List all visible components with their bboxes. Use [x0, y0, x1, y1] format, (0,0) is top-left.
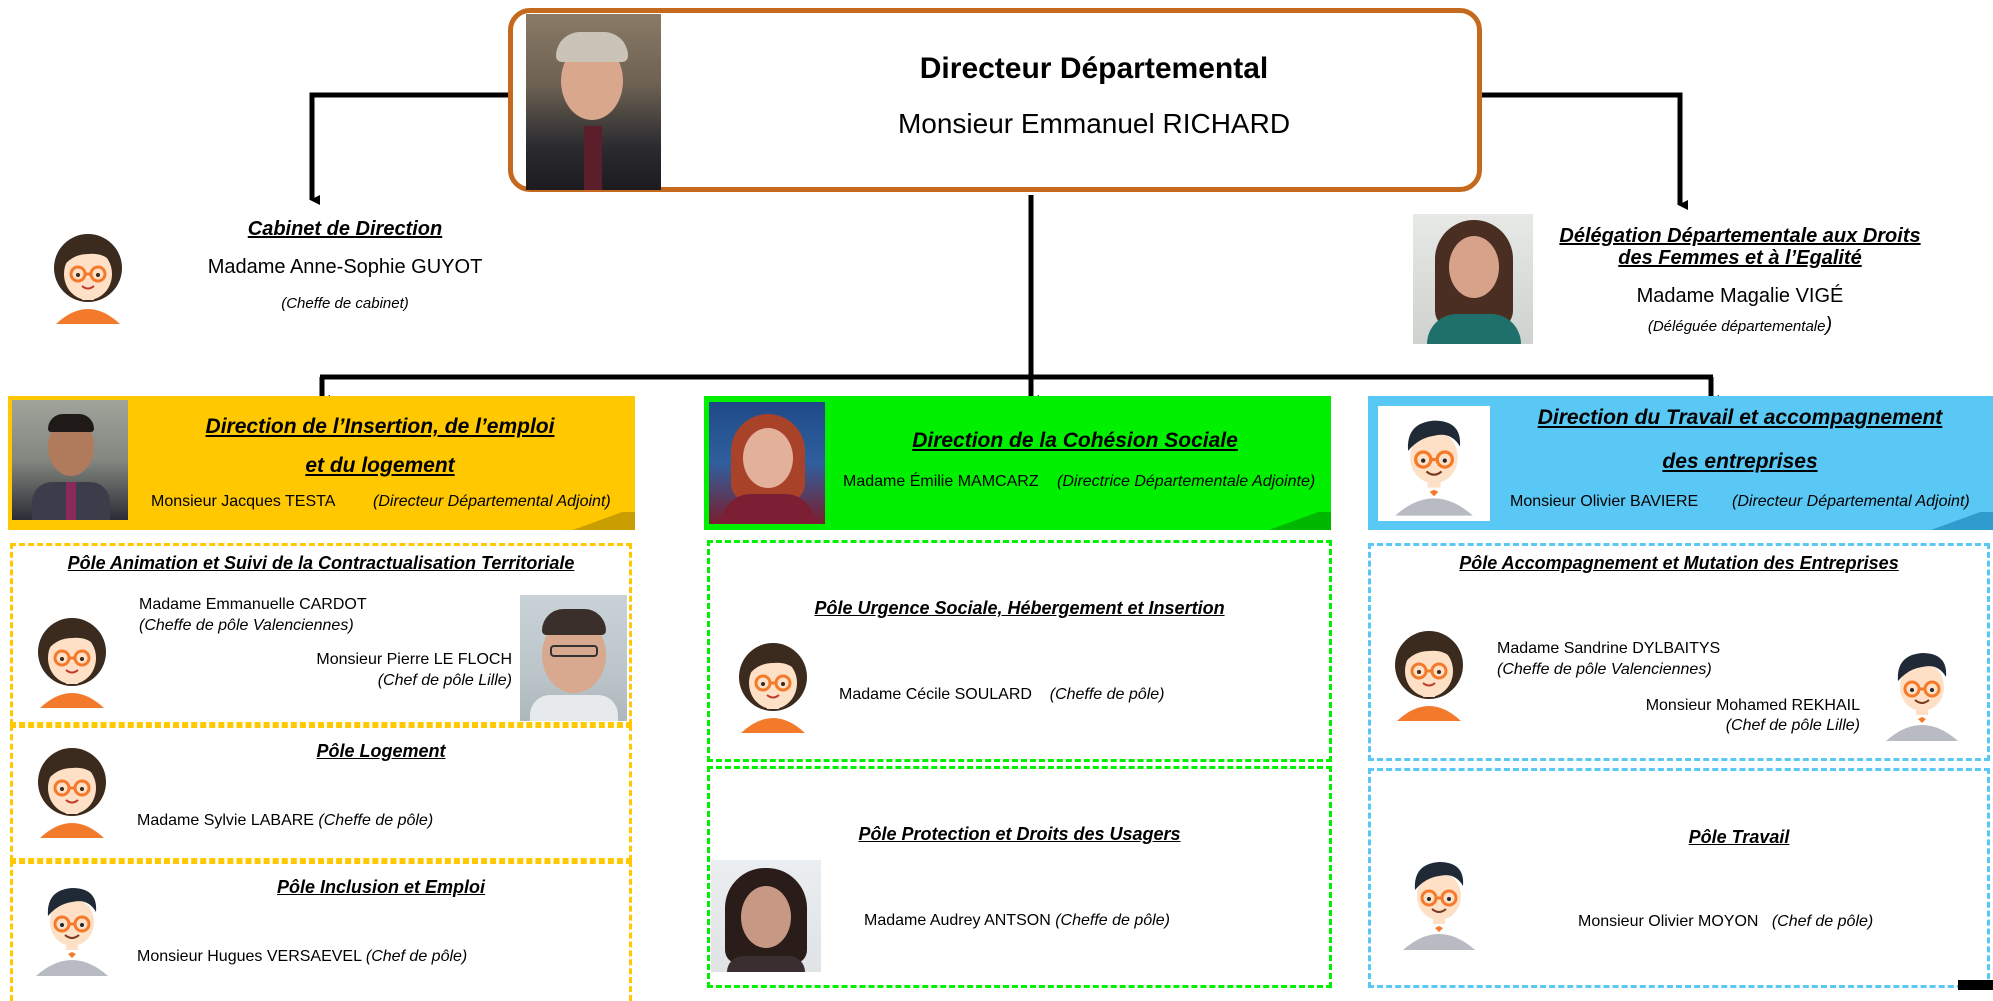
travail-pole-travail [1368, 768, 1990, 988]
director-title: Directeur Départemental [919, 52, 1269, 85]
pole-animation-person2-photo [520, 595, 627, 721]
insertion-banner-fold [560, 512, 635, 530]
female-avatar-icon [1393, 629, 1465, 723]
insertion-pole-animation [10, 543, 632, 725]
cabinet-role: (Cheffe de cabinet) [281, 295, 409, 312]
insertion-title-line1: Direction de l’Insertion, de l’emploi [205, 415, 555, 438]
director-photo [526, 14, 661, 190]
travail-title-line1: Direction du Travail et accompagnement [1537, 406, 1943, 429]
female-avatar-icon [737, 641, 809, 735]
pole-accompagnement-title: Pôle Accompagnement et Mutation des Entr… [1459, 553, 1899, 573]
pole-inclusion-person-name: Monsieur Hugues VERSAEVEL (Chef de pôle) [137, 948, 468, 965]
female-avatar-icon [52, 232, 124, 326]
insertion-pole-logement [10, 725, 632, 861]
pole-animation-person1-name: Madame Emmanuelle CARDOT [139, 596, 367, 613]
travail-pole-accompagnement [1368, 543, 1990, 761]
cohesion-title: Direction de la Cohésion Sociale [912, 429, 1238, 452]
insertion-title-line2: et du logement [305, 454, 455, 477]
cohesion-head-photo [709, 402, 825, 524]
insertion-head-photo [12, 400, 128, 520]
pole-accompagnement-person2-role: (Chef de pôle Lille) [1725, 717, 1860, 734]
insertion-head-name: Monsieur Jacques TESTA [151, 493, 336, 510]
delegation-name: Madame Magalie VIGÉ [1636, 285, 1844, 307]
male-avatar-icon [1393, 419, 1475, 518]
pole-urgence-title: Pôle Urgence Sociale, Hébergement et Ins… [814, 598, 1225, 618]
pole-travail-title: Pôle Travail [1688, 827, 1790, 847]
pole-animation-person2-name: Monsieur Pierre LE FLOCH [316, 651, 512, 668]
pole-animation-person2-role: (Chef de pôle Lille) [377, 672, 512, 689]
pole-protection-person-name: Madame Audrey ANTSON (Cheffe de pôle) [864, 912, 1170, 929]
pole-logement-person-name: Madame Sylvie LABARE (Cheffe de pôle) [137, 812, 434, 829]
director-box [508, 8, 1482, 192]
cohesion-pole-protection [707, 766, 1332, 988]
cabinet-title: Cabinet de Direction [247, 218, 443, 240]
travail-title-line2: des entreprises [1662, 450, 1818, 473]
pole-inclusion-title: Pôle Inclusion et Emploi [276, 877, 486, 897]
pole-protection-person-photo [711, 860, 821, 972]
male-avatar-icon [34, 886, 110, 978]
delegation-role: (Déléguée départementale) [1647, 314, 1833, 336]
pole-accompagnement-person1-role: (Cheffe de pôle Valenciennes) [1497, 661, 1712, 678]
insertion-pole-inclusion [10, 861, 632, 1001]
cohesion-head-name: Madame Émilie MAMCARZ [843, 473, 1039, 490]
cohesion-pole-urgence [707, 540, 1332, 762]
travail-banner-fold [1918, 512, 1993, 530]
delegation-title-line1: Délégation Départementale aux Droits [1559, 225, 1921, 247]
director-name: Monsieur Emmanuel RICHARD [897, 108, 1291, 139]
female-avatar-icon [36, 616, 108, 710]
travail-head-name: Monsieur Olivier BAVIERE [1510, 493, 1699, 510]
pole-accompagnement-person2-name: Monsieur Mohamed REKHAIL [1645, 697, 1860, 714]
corner-mark [1958, 980, 1993, 990]
male-avatar-icon [1884, 651, 1960, 743]
pole-animation-title: Pôle Animation et Suivi de la Contractua… [67, 553, 575, 573]
pole-animation-person1-role: (Cheffe de pôle Valenciennes) [139, 617, 354, 634]
pole-logement-title: Pôle Logement [316, 741, 446, 761]
male-avatar-icon [1401, 860, 1477, 952]
pole-protection-title: Pôle Protection et Droits des Usagers [858, 824, 1181, 844]
pole-accompagnement-person1-name: Madame Sandrine DYLBAITYS [1497, 640, 1721, 657]
pole-urgence-person-name: Madame Cécile SOULARD (Cheffe de pôle) [839, 686, 1165, 703]
delegation-photo [1413, 214, 1533, 344]
travail-head-role: (Directeur Départemental Adjoint) [1732, 493, 1970, 510]
female-avatar-icon [36, 746, 108, 840]
pole-travail-person-name: Monsieur Olivier MOYON (Chef de pôle) [1578, 913, 1874, 930]
cabinet-name: Madame Anne-Sophie GUYOT [207, 256, 483, 278]
delegation-title-line2: des Femmes et à l’Egalité [1618, 247, 1862, 269]
cohesion-head-role: (Directrice Départementale Adjointe) [1057, 473, 1316, 490]
insertion-head-role: (Directeur Départemental Adjoint) [373, 493, 611, 510]
cohesion-banner-fold [1256, 512, 1331, 530]
